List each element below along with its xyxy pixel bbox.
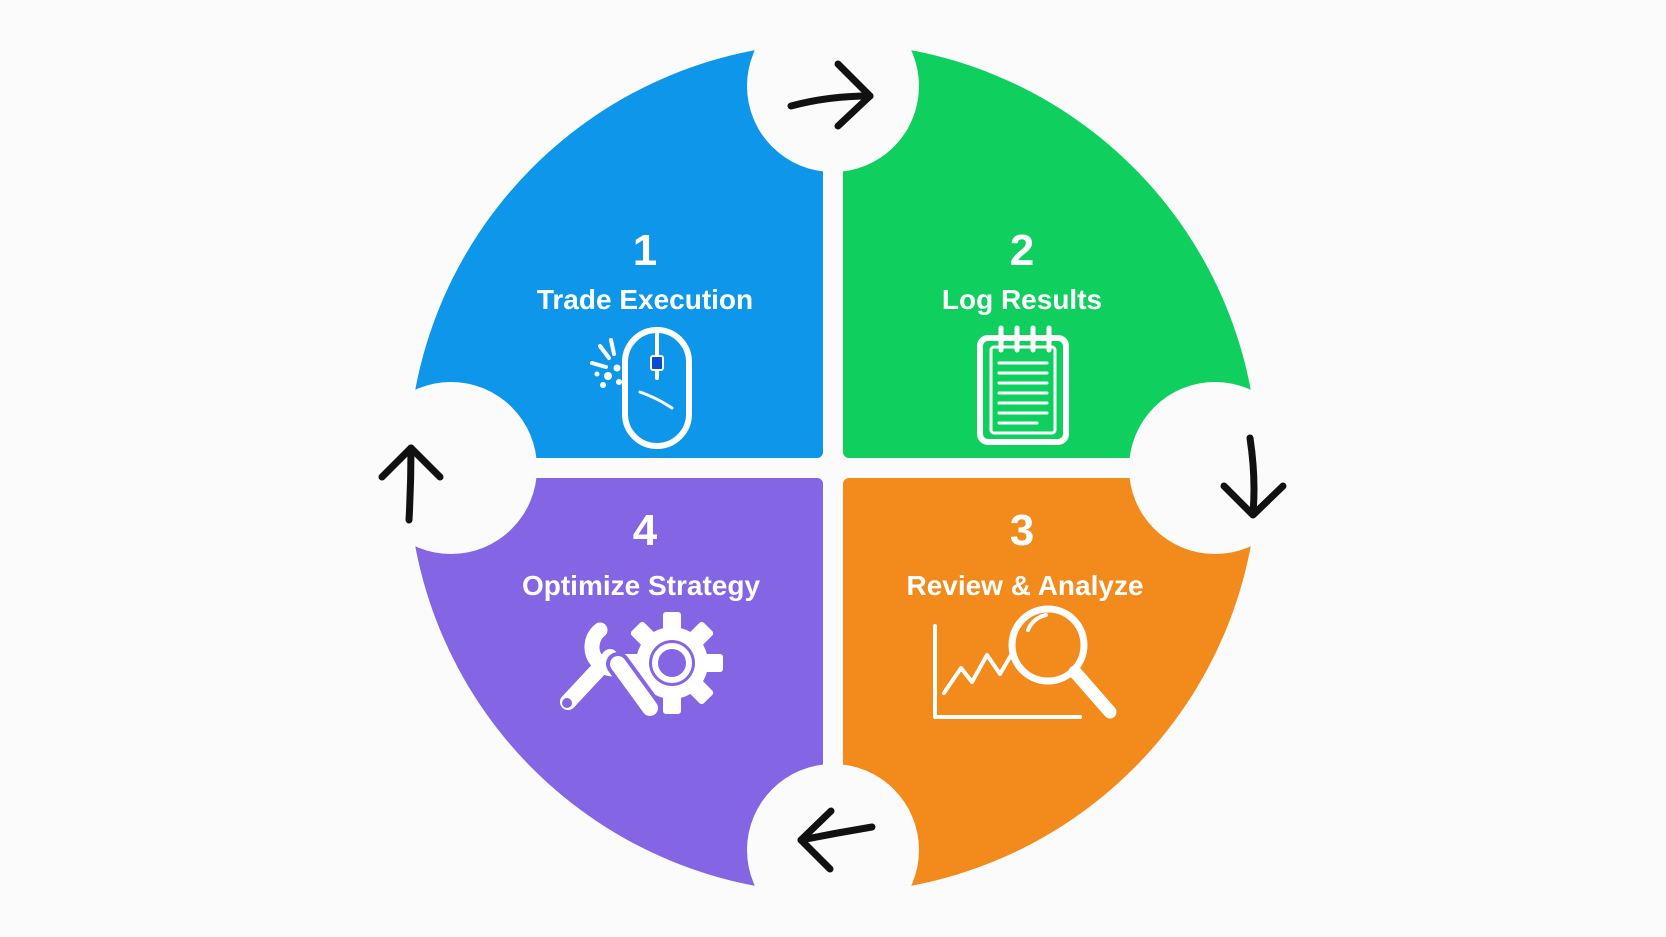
wrench-icon <box>556 622 662 720</box>
chart-magnifier-icon <box>933 605 1117 719</box>
step-2-quadrant <box>843 43 1258 458</box>
step-4-number: 4 <box>633 506 658 555</box>
step-3-number: 3 <box>1010 506 1034 555</box>
step-1-quadrant <box>408 43 823 458</box>
step-1-label: Trade Execution <box>537 284 753 315</box>
step-2-label: Log Results <box>942 284 1102 315</box>
step-3-label: Review & Analyze <box>906 570 1143 601</box>
step-2-number: 2 <box>1010 226 1034 275</box>
step-4-quadrant <box>408 478 823 893</box>
notepad-icon <box>977 325 1069 445</box>
step-3: 3 Review & Analyze <box>906 506 1144 719</box>
arrow-up-icon <box>378 444 444 524</box>
step-4: 4 Optimize Strategy <box>522 506 760 720</box>
arrow-down-icon <box>1220 434 1287 519</box>
step-3-quadrant <box>843 478 1258 893</box>
step-1-number: 1 <box>633 226 657 275</box>
mouse-click-icon <box>590 327 692 449</box>
step-2: 2 Log Results <box>942 226 1102 445</box>
step-1: 1 Trade Execution <box>537 226 753 449</box>
arrow-left-icon <box>797 807 876 873</box>
wrench-gear-icon <box>556 612 723 720</box>
step-4-label: Optimize Strategy <box>522 570 760 601</box>
arrow-right-icon <box>787 60 874 130</box>
